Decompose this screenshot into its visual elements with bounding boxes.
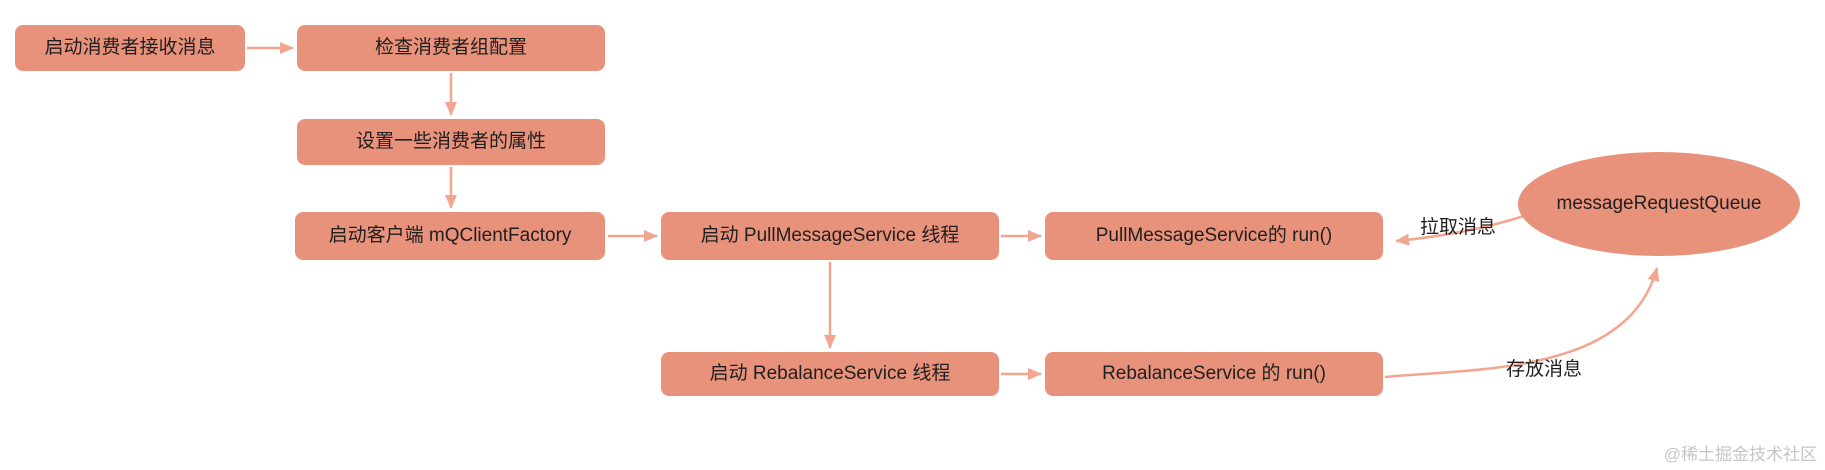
node-start-rebalanceservice-thread: 启动 RebalanceService 线程 (661, 352, 999, 396)
node-start-mqclientfactory: 启动客户端 mQClientFactory (295, 212, 605, 260)
watermark: @稀土掘金技术社区 (1663, 445, 1817, 464)
edge-label-store-message: 存放消息 (1506, 359, 1583, 380)
node-pullmessageservice-run: PullMessageService的 run() (1045, 212, 1383, 260)
node-check-config: 检查消费者组配置 (297, 25, 605, 71)
node-set-properties: 设置一些消费者的属性 (297, 119, 605, 165)
edge-label-pull-message: 拉取消息 (1420, 217, 1497, 238)
edge-rebalancerun-to-queue (1384, 267, 1660, 379)
node-start-pullmessageservice-thread: 启动 PullMessageService 线程 (661, 212, 999, 260)
edge-queue-to-pullrun (1395, 214, 1525, 246)
node-start-consumer: 启动消费者接收消息 (15, 25, 245, 71)
node-rebalanceservice-run: RebalanceService 的 run() (1045, 352, 1383, 396)
node-message-request-queue: messageRequestQueue (1518, 152, 1800, 256)
